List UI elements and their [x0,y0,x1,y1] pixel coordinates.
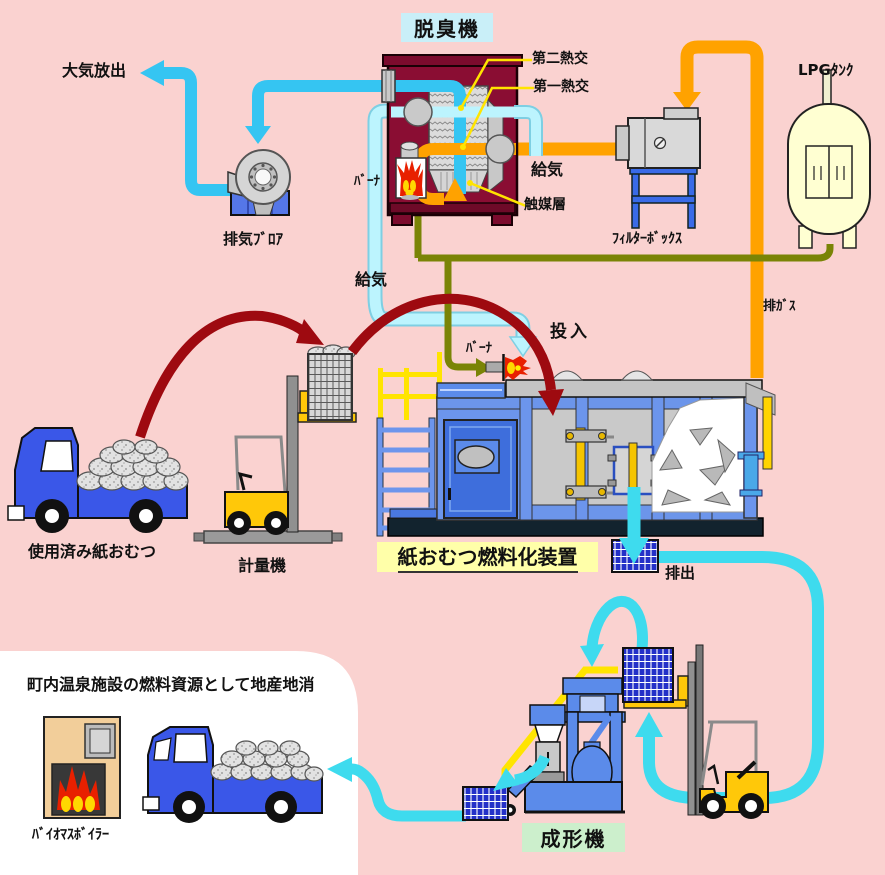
weighing-machine-label: 計量機 [238,556,287,575]
air-supply-machine-label: 給気 [355,270,388,289]
exhaust-blower-machine [227,149,291,216]
fuel-conversion-device-label: 紙おむつ燃料化装置 [377,542,598,573]
fuel-bags [210,740,324,782]
fuel-conversion-machine [376,352,776,537]
deodorizer-machine [381,54,543,226]
filter-box-machine [615,107,701,229]
lpg-tank-label: LPGﾀﾝｸ [798,61,854,79]
exhaust-gas-label: 排ｶﾞｽ [763,299,796,314]
deodorizer-burner-label: ﾊﾞｰﾅ [354,174,380,189]
forklift-fuel [622,644,769,819]
biomass-boiler-label: ﾊﾞｲｵﾏｽﾎﾞｲﾗｰ [32,827,109,843]
lpg-tank-machine [787,69,871,249]
arrow-molded-fuel-out [493,754,551,791]
pipe-deodorizer-to-blower [245,80,390,144]
atmospheric-release-label: 大気放出 [62,61,127,80]
windshield [173,733,208,763]
exhaust-blower-label: 排気ﾌﾞﾛｱ [223,230,284,248]
shredded-paper [651,397,749,513]
catalyst-layer-label: 触媒層 [524,197,566,213]
forklift-weighing [224,344,357,535]
truck-used-diapers [7,427,189,533]
arrow-dump-into-hopper [580,596,648,667]
access-ladder [376,352,442,537]
filter-box-label: ﾌｨﾙﾀｰﾎﾞｯｸｽ [612,231,682,247]
heat-exchanger-2-label: 第二熱交 [532,51,588,67]
machine-burner-label: ﾊﾞｰﾅ [466,341,492,356]
arrow-container-to-machine [347,293,564,416]
molded-fuel-box [462,786,509,821]
control-cabinet [443,419,518,519]
discharge-label: 排出 [665,564,696,582]
deodorizer-burner [395,141,427,200]
local-consumption-note: 町内温泉施設の燃料資源として地産地消 [27,675,315,694]
callout-lines [458,58,534,208]
windshield [40,440,74,472]
molding-machine-label: 成形機 [522,823,625,852]
pump-icon [403,97,433,127]
used-diapers-label: 使用済み紙おむつ [28,542,157,561]
deodorizer-label: 脱臭機 [401,13,493,42]
arrow-discharge-down [619,487,649,564]
machine-burner [485,354,531,381]
weighbridge [193,530,343,544]
air-supply-intake-label: 給気 [531,160,564,179]
pipe-fuel-transport-loop [635,551,824,804]
pipe-blower-to-atmosphere [140,60,234,196]
fuel-box-on-forks [622,647,674,703]
arrow-diapers-to-container [135,310,324,439]
pipe-fuel-to-delivery-truck [327,757,466,822]
truck-fuel-delivery [142,726,324,823]
input-label: 投入 [550,322,590,342]
heat-exchanger-1-label: 第一熱交 [533,79,589,95]
pump-icon [485,134,515,164]
molding-machine [501,666,626,816]
biomass-boiler [43,716,121,819]
lifted-diaper-container [307,344,356,421]
diaper-bags [76,439,189,491]
